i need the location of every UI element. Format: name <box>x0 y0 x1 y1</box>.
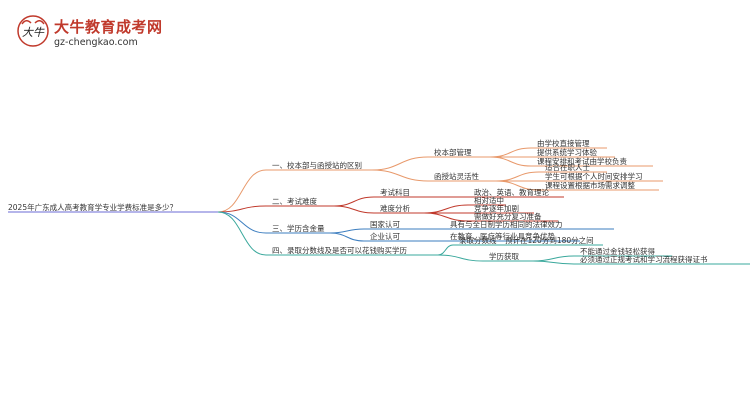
logo-title: 大牛教育成考网 <box>54 18 163 36</box>
leaf-topic: 预计在120分到180分之间 <box>505 235 594 245</box>
mind-map-connectors <box>8 147 750 265</box>
subtopic: 难度分析 <box>380 203 410 213</box>
logo-url: gz-chengkao.com <box>54 37 138 48</box>
branch-topic: 一、校本部与函授站的区别 <box>272 160 362 170</box>
subtopic-connector <box>437 254 484 262</box>
leaf-connector <box>423 212 469 222</box>
branch-topic: 二、考试难度 <box>272 196 317 206</box>
subtopic: 校本部管理 <box>434 147 472 157</box>
subtopic-connector <box>371 169 429 182</box>
leaf-topic: 在教育、医疗等行业具竞争优势 <box>450 231 555 241</box>
site-logo[interactable]: 大牛 大牛教育成考网 gz-chengkao.com <box>0 0 240 60</box>
branch-topic: 四、录取分数线及是否可以花钱购买学历 <box>272 245 407 255</box>
subtopic-connector <box>333 196 375 207</box>
leaf-topic: 竞争逐年加剧 <box>474 203 519 213</box>
subtopic: 考试科目 <box>380 187 410 197</box>
leaf-topic: 需做好充分复习准备 <box>474 211 542 221</box>
leaf-connector <box>532 260 575 265</box>
branch-connector <box>217 205 267 213</box>
leaf-topic: 提供系统学习体验 <box>537 147 597 157</box>
leaf-connector <box>495 171 540 182</box>
leaf-connector <box>423 204 469 214</box>
leaf-topic: 具有与全日制学历相同的法律效力 <box>450 219 563 229</box>
subtopic: 学历获取 <box>489 251 519 261</box>
bull-logo-icon: 大牛 <box>17 15 49 47</box>
subtopic-connector <box>371 156 429 171</box>
branch-topic: 三、学历含金量 <box>272 223 325 233</box>
root-topic: 2025年广东成人高考教育学专业学费标准是多少？ <box>8 202 177 212</box>
subtopic: 函授站灵活性 <box>434 171 479 181</box>
leaf-connector <box>489 156 532 167</box>
branch-connector <box>217 211 267 234</box>
leaf-topic: 课程安排和考试由学校负责 <box>537 156 627 166</box>
leaf-topic: 适合在职人士 <box>545 162 590 172</box>
mind-map-labels: 2025年广东成人高考教育学专业学费标准是多少？ 一、校本部与函授站的区别 校本部管… <box>8 138 708 264</box>
leaf-connector <box>489 147 532 158</box>
subtopic-connector <box>329 228 365 234</box>
subtopic: 企业认可 <box>370 231 400 241</box>
logo-mark-text: 大牛 <box>22 26 45 39</box>
branch-connector <box>217 211 267 256</box>
leaf-topic: 相对适中 <box>474 195 504 205</box>
leaf-connector <box>532 255 575 262</box>
subtopic: 国家认可 <box>370 219 400 229</box>
leaf-topic: 政治、英语、教育理论 <box>474 187 549 197</box>
leaf-connector <box>495 180 540 191</box>
leaf-topic: 必须通过正规考试和学习流程获得证书 <box>580 254 708 264</box>
leaf-topic: 不能通过金钱轻松获得 <box>580 246 655 256</box>
leaf-topic: 学生可根据个人时间安排学习 <box>545 171 643 181</box>
subtopic: 录取分数线 <box>459 235 497 245</box>
subtopic-connector <box>329 232 365 242</box>
leaf-topic: 由学校直接管理 <box>537 138 590 148</box>
leaf-topic: 课程设置根据市场需求调整 <box>545 180 635 190</box>
subtopic-connector <box>333 205 375 214</box>
branch-connector <box>217 169 267 213</box>
subtopic-connector <box>437 244 454 256</box>
